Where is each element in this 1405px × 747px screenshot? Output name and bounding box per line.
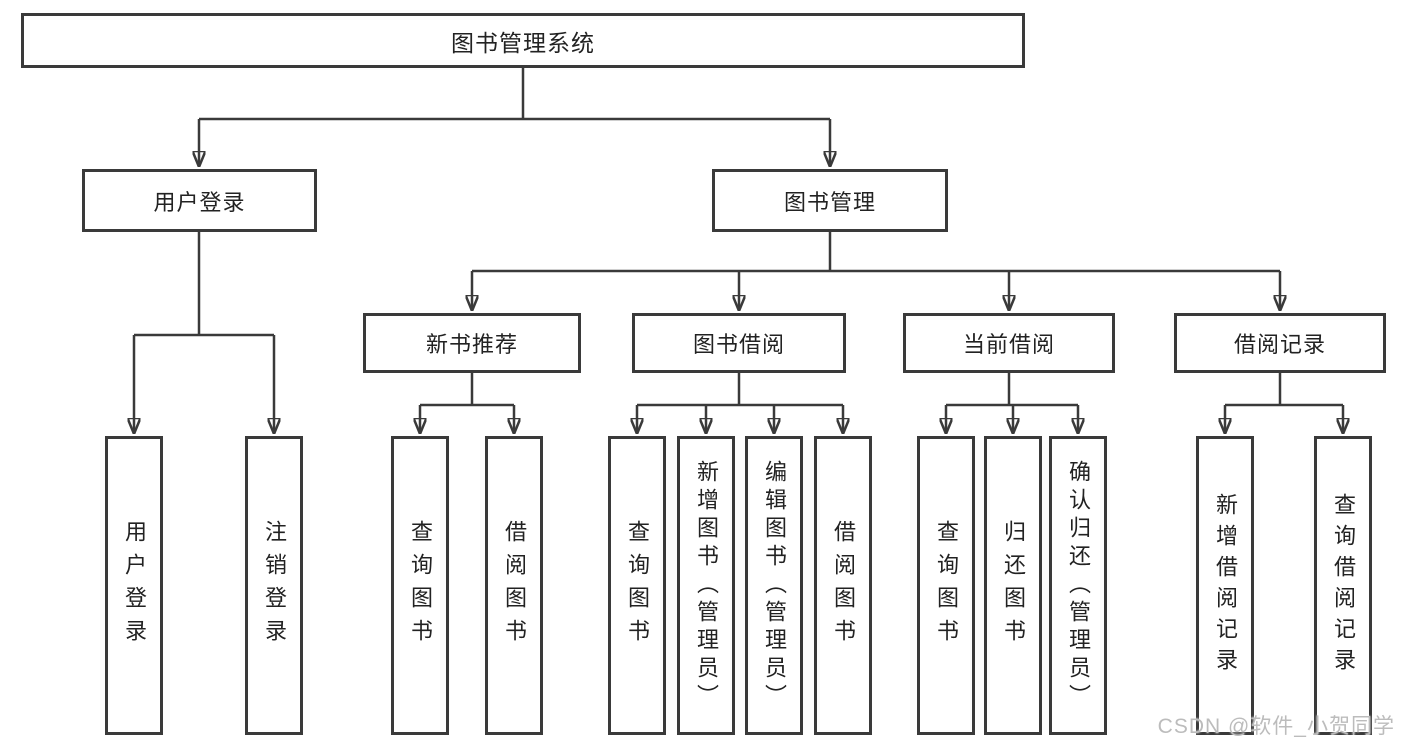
node-label: 用户登录 — [153, 189, 246, 215]
node-label: 新书推荐 — [425, 332, 518, 357]
leaf-label: 查询图书 — [934, 519, 959, 652]
leaf-label: 查询图书 — [408, 519, 433, 652]
csdn-watermark: CSDN @软件_小贺同学 — [1157, 715, 1395, 738]
leaf-query-borrow-record: 查询借阅记录 — [1314, 436, 1372, 735]
leaf-confirm-return-admin: 确认归还（管理员） — [1049, 436, 1107, 735]
leaf-label: 借阅图书 — [502, 519, 527, 652]
node-label: 图书借阅 — [692, 332, 785, 357]
leaf-add-book-admin: 新增图书（管理员） — [677, 436, 735, 735]
leaf-label: 用户登录 — [122, 519, 147, 652]
leaf-borrow-books: 借阅图书 — [814, 436, 872, 735]
leaf-label: 新增借阅记录 — [1213, 492, 1238, 679]
leaf-query-books-borrow: 查询图书 — [608, 436, 666, 735]
leaf-label: 新增图书（管理员） — [694, 459, 719, 712]
leaf-return-book: 归还图书 — [984, 436, 1042, 735]
leaf-logout: 注销登录 — [245, 436, 303, 735]
node-library-system: 图书管理系统 — [21, 13, 1025, 68]
leaf-label: 归还图书 — [1001, 519, 1026, 652]
leaf-label: 注销登录 — [262, 519, 287, 652]
node-label: 图书管理 — [783, 189, 876, 215]
node-book-borrow: 图书借阅 — [632, 313, 846, 373]
leaf-query-books-current: 查询图书 — [917, 436, 975, 735]
leaf-query-books-recommend: 查询图书 — [391, 436, 449, 735]
node-new-book-recommend: 新书推荐 — [363, 313, 581, 373]
node-label: 当前借阅 — [962, 332, 1055, 357]
node-current-borrow: 当前借阅 — [903, 313, 1115, 373]
node-borrow-records: 借阅记录 — [1174, 313, 1386, 373]
node-label: 图书管理系统 — [451, 29, 595, 56]
leaf-user-login: 用户登录 — [105, 436, 163, 735]
leaf-edit-book-admin: 编辑图书（管理员） — [745, 436, 803, 735]
leaf-add-borrow-record: 新增借阅记录 — [1196, 436, 1254, 735]
node-label: 借阅记录 — [1233, 332, 1326, 357]
leaf-label: 查询图书 — [625, 519, 650, 652]
leaf-borrow-books-recommend: 借阅图书 — [485, 436, 543, 735]
node-book-management: 图书管理 — [712, 169, 948, 232]
leaf-label: 确认归还（管理员） — [1066, 459, 1091, 712]
leaf-label: 借阅图书 — [831, 519, 856, 652]
leaf-label: 查询借阅记录 — [1331, 492, 1356, 679]
node-user-login: 用户登录 — [82, 169, 317, 232]
leaf-label: 编辑图书（管理员） — [762, 459, 787, 712]
